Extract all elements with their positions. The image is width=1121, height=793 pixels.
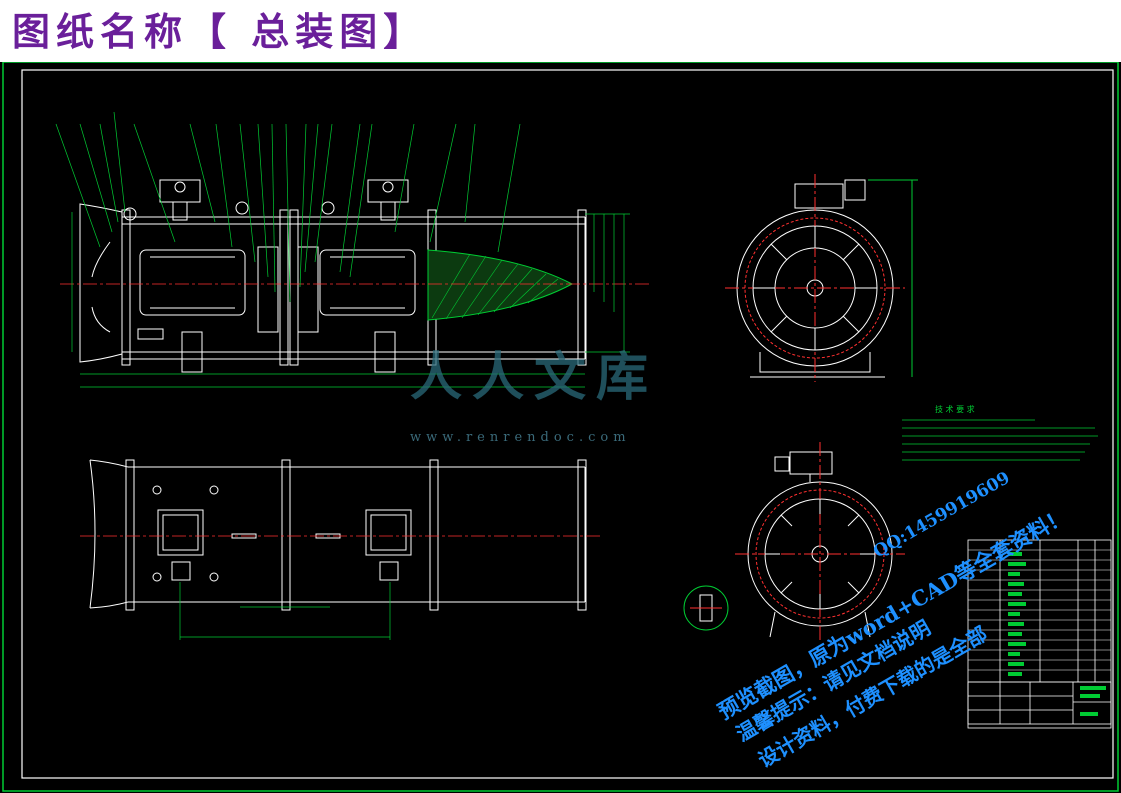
front-dimension-lines [71, 212, 630, 388]
header-bar: 图纸名称【 总装图】 [0, 0, 1121, 62]
top-view [89, 459, 587, 611]
watermark-url: www.renrendoc.com [410, 430, 631, 445]
front-section-view [79, 179, 587, 373]
side-view-lower-ribs [765, 499, 875, 609]
detail-circle [683, 585, 729, 631]
parts-list-table [967, 539, 1112, 729]
tech-title-text: 技 术 要 求 [935, 404, 975, 414]
side-view-upper [725, 174, 918, 382]
title-block [967, 681, 1112, 725]
cad-drawing-canvas: 技 术 要 求 [2, 62, 1119, 792]
top-dimension-lines [179, 582, 391, 640]
inner-frame [21, 69, 1114, 779]
outer-frame [2, 62, 1119, 792]
watermark-brand-text: 人人文库 [410, 347, 659, 408]
drawing-title: 图纸名称【 总装图】 [12, 9, 428, 54]
cone-hatch-lines [431, 253, 559, 320]
technical-requirements: 技 术 要 求 [902, 404, 1098, 461]
side-view-upper-ribs [753, 226, 877, 350]
watermark-brand: 人人文库 www.renrendoc.com [410, 335, 710, 455]
part-leader-lines [55, 111, 521, 303]
parts-list-text-marks [1008, 552, 1106, 716]
